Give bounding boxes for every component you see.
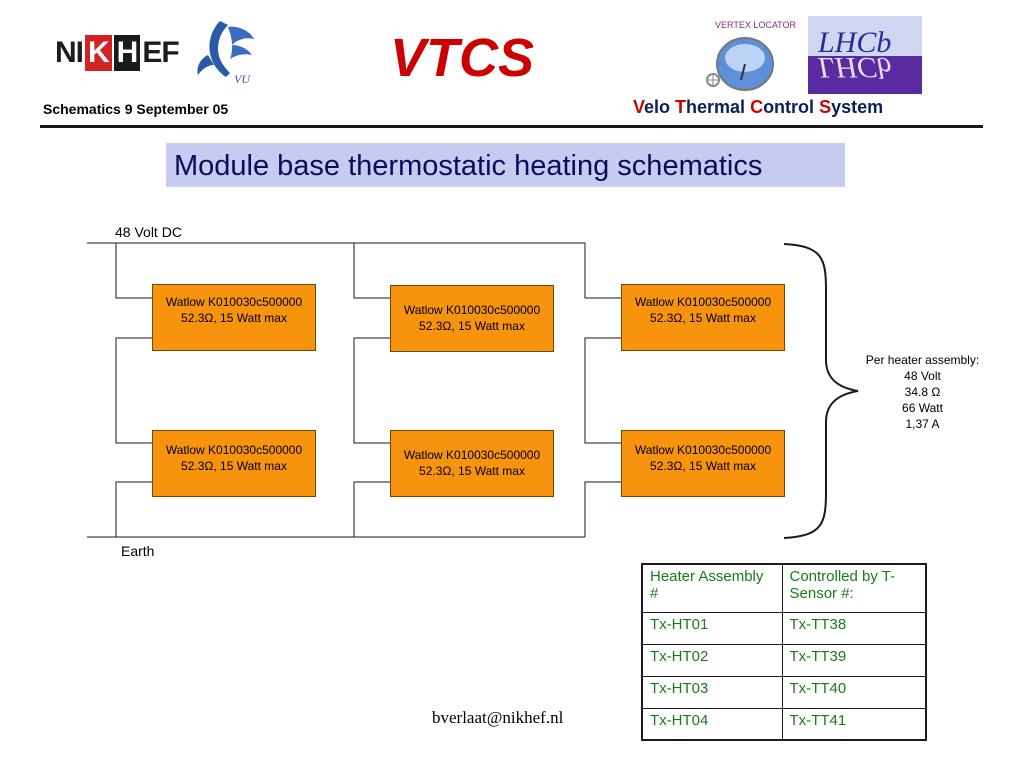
wire [115, 388, 152, 444]
heater-box: Watlow K010030c500000 52.3Ω, 15 Watt max [621, 284, 785, 351]
wire [584, 337, 621, 388]
nikhef-logo-part: K [85, 35, 112, 71]
heater-box: Watlow K010030c500000 52.3Ω, 15 Watt max [152, 430, 316, 497]
table-cell: Tx-HT01 [641, 611, 783, 645]
wire [115, 481, 152, 537]
per-heater-line: 34.8 Ω [904, 385, 941, 399]
heater-model: Watlow K010030c500000 [403, 448, 541, 462]
header-divider [40, 125, 983, 128]
wire [353, 337, 390, 388]
table-cell: Tx-TT41 [781, 707, 927, 741]
heater-spec: 52.3Ω, 15 Watt max [181, 459, 287, 473]
wire [584, 388, 621, 444]
wire [353, 388, 390, 444]
heater-spec: 52.3Ω, 15 Watt max [419, 464, 525, 478]
nikhef-logo: NI K H EF [55, 35, 180, 71]
wire [115, 337, 152, 388]
lhcb-logo: LHCb LHCb [808, 16, 922, 94]
heater-box: Watlow K010030c500000 52.3Ω, 15 Watt max [390, 285, 554, 352]
supply-label: 48 Volt DC [115, 224, 182, 240]
table-header-cell: Controlled by T-Sensor #: [781, 563, 927, 613]
heater-model: Watlow K010030c500000 [403, 303, 541, 317]
table-cell: Tx-HT03 [641, 675, 783, 709]
heater-spec: 52.3Ω, 15 Watt max [650, 311, 756, 325]
table-row: Tx-HT01 Tx-TT38 [641, 611, 927, 645]
table-row: Tx-HT03 Tx-TT40 [641, 675, 927, 709]
system-initial: V [633, 97, 645, 117]
date-line: Schematics 9 September 05 [43, 101, 229, 117]
table-header-cell: Heater Assembly # [641, 563, 783, 613]
per-heater-line: 66 Watt [902, 401, 943, 415]
heater-model: Watlow K010030c500000 [165, 295, 303, 309]
heater-box: Watlow K010030c500000 52.3Ω, 15 Watt max [390, 430, 554, 497]
heater-box: Watlow K010030c500000 52.3Ω, 15 Watt max [152, 284, 316, 351]
system-initial: S [819, 97, 832, 117]
per-heater-specs: Per heater assembly: 48 Volt 34.8 Ω 66 W… [850, 352, 995, 432]
sensor-mapping-table: Heater Assembly # Controlled by T-Sensor… [641, 563, 927, 741]
wire [584, 243, 621, 299]
per-heater-line: 1,37 A [905, 417, 940, 431]
earth-label: Earth [121, 543, 155, 559]
heater-box: Watlow K010030c500000 52.3Ω, 15 Watt max [621, 430, 785, 497]
contact-email[interactable]: bverlaat@nikhef.nl [432, 708, 564, 727]
table-header-row: Heater Assembly # Controlled by T-Sensor… [641, 563, 927, 613]
table-cell: Tx-HT04 [641, 707, 783, 741]
wire [115, 243, 152, 299]
heater-model: Watlow K010030c500000 [165, 443, 303, 457]
system-initial: T [675, 97, 687, 117]
lhcb-logo-reflection: LHCb [817, 51, 891, 84]
system-word: ystem [831, 97, 884, 117]
system-name: Velo Thermal Control System [633, 97, 883, 118]
table-row: Tx-HT02 Tx-TT39 [641, 643, 927, 677]
system-word: elo [644, 97, 676, 117]
system-word: ontrol [763, 97, 820, 117]
page-title: VTCS [390, 28, 535, 88]
table-cell: Tx-TT40 [781, 675, 927, 709]
lhcb-logo-text: LHCb [817, 26, 891, 59]
per-heater-line: 48 Volt [904, 369, 941, 383]
velo-logo: VERTEX LOCATOR [706, 20, 797, 91]
heater-spec: 52.3Ω, 15 Watt max [181, 311, 287, 325]
heater-model: Watlow K010030c500000 [634, 443, 772, 457]
group-brace [783, 243, 859, 539]
velo-logo-text: VERTEX LOCATOR [715, 20, 797, 30]
table-cell: Tx-TT39 [781, 643, 927, 677]
vu-logo-text: VU [234, 72, 251, 86]
lhcb-logo-art: LHCb LHCb [808, 16, 922, 94]
wire [353, 243, 390, 299]
heater-spec: 52.3Ω, 15 Watt max [650, 459, 756, 473]
system-initial: C [750, 97, 764, 117]
vu-griffin-logo: VU [197, 21, 254, 86]
slide-title-band: Module base thermostatic heating schemat… [166, 143, 845, 187]
per-heater-line: Per heater assembly: [865, 353, 980, 367]
heater-spec: 52.3Ω, 15 Watt max [419, 319, 525, 333]
table-row: Tx-HT04 Tx-TT41 [641, 707, 927, 741]
system-word: hermal [686, 97, 751, 117]
wire [584, 481, 621, 537]
slide-title: Module base thermostatic heating schemat… [174, 150, 763, 182]
wire [353, 481, 390, 537]
table-cell: Tx-TT38 [781, 611, 927, 645]
nikhef-logo-part: EF [142, 36, 179, 69]
table-cell: Tx-HT02 [641, 643, 783, 677]
nikhef-logo-part: H [113, 35, 141, 71]
heater-model: Watlow K010030c500000 [634, 295, 772, 309]
nikhef-logo-part: NI [55, 36, 84, 69]
